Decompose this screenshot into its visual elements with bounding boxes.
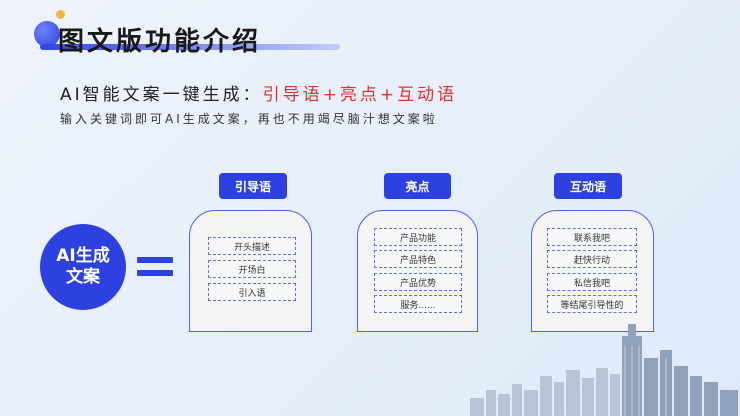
- subheadline: 输入关键词即可AI生成文案，再也不用竭尽脑汁想文案啦: [60, 112, 438, 126]
- title-underline-bar: [40, 44, 340, 50]
- card-highlights-item: 服务......: [374, 295, 462, 313]
- page-title: 图文版功能介绍: [58, 27, 262, 57]
- equals-sign-bottom: [137, 270, 173, 276]
- card-interaction-item: 等结尾引导性的: [547, 295, 637, 313]
- decor-dot-blue: [34, 21, 60, 47]
- tag-highlights: 亮点: [384, 173, 451, 199]
- card-intro: 开头描述 开场白 引入语: [189, 210, 312, 332]
- ai-label-line1: AI生成: [56, 246, 110, 266]
- card-highlights: 产品功能 产品特色 产品优势 服务......: [357, 210, 478, 332]
- card-interaction: 联系我吧 赶快行动 私信我吧 等结尾引导性的: [531, 210, 654, 332]
- card-interaction-item: 联系我吧: [547, 228, 637, 246]
- card-interaction-item: 私信我吧: [547, 273, 637, 291]
- card-intro-item: 开头描述: [208, 237, 296, 255]
- card-highlights-item: 产品功能: [374, 228, 462, 246]
- ai-generate-circle: AI生成 文案: [40, 224, 126, 310]
- city-skyline-illustration: [470, 324, 738, 416]
- card-interaction-item: 赶快行动: [547, 250, 637, 268]
- headline-highlight: 引导语+亮点+互动语: [262, 85, 458, 105]
- card-intro-item: 引入语: [208, 283, 296, 301]
- tag-intro: 引导语: [219, 173, 287, 199]
- headline-prefix: AI智能文案一键生成：: [60, 85, 263, 105]
- tag-interaction: 互动语: [554, 173, 622, 199]
- headline: AI智能文案一键生成：引导语+亮点+互动语: [60, 80, 457, 105]
- card-highlights-item: 产品特色: [374, 250, 462, 268]
- ai-label-line2: 文案: [65, 267, 100, 287]
- decor-dot-orange: [56, 10, 65, 19]
- equals-sign-top: [137, 257, 173, 263]
- card-intro-item: 开场白: [208, 260, 296, 278]
- card-highlights-item: 产品优势: [374, 273, 462, 291]
